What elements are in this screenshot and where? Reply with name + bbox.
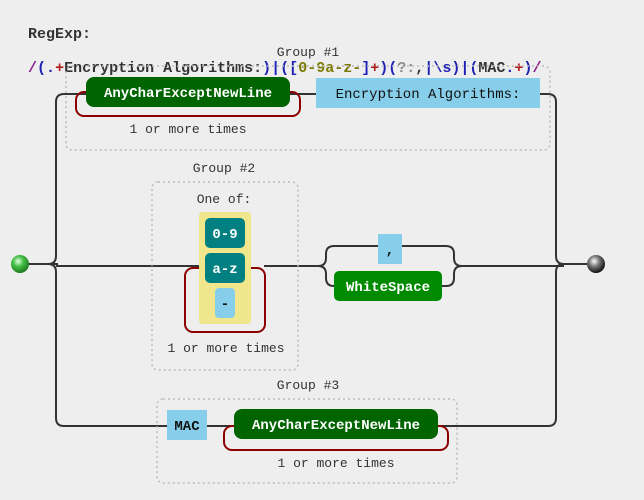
start-node-icon [11,255,29,273]
pattern-token: ?: [397,60,416,77]
comma-literal-label: , [386,243,394,259]
pattern-token: ) [523,60,533,77]
group-2-one-of-label: One of: [197,192,252,207]
pattern-token: | [424,60,434,77]
pattern-token: ) [379,60,389,77]
pattern-token: ( [37,60,47,77]
group-2-repeat-label: 1 or more times [167,341,284,356]
group-1-any-char-node [86,77,290,107]
pattern-token: / [28,60,38,77]
pattern-token: + [514,60,524,77]
group-1-title: Group #1 [277,45,340,60]
pattern-token: | [460,60,470,77]
alt-bottom-left [317,265,335,287]
pattern-token: / [532,60,542,77]
pattern-token: ( [469,60,479,77]
pattern-token: ) [262,60,272,77]
group-2: Group #2 One of: 0-9 a-z - 1 or more tim… [151,161,299,371]
pattern-token: MAC [478,60,506,77]
group-3-frame [156,398,458,484]
group-1-literal-node [316,78,540,108]
group-1-frame [65,65,551,151]
regexp-header: RegExp: /(.+Encryption Algorithms:)|([0-… [10,9,541,77]
pattern-token: ( [280,60,290,77]
pattern-token: . [505,60,515,77]
pattern-token: . [46,60,56,77]
end-node-icon [587,255,605,273]
charset-range-a-z-label: a-z [212,262,237,278]
charset-literal-dash [215,288,235,318]
group-3-any-char-node [234,409,438,439]
group-3-any-char-label: AnyCharExceptNewLine [252,418,420,434]
group-3-title: Group #3 [277,378,339,393]
group-1-repeat-label: 1 or more times [129,122,246,137]
charset-range-a-z [205,253,245,283]
branch-bottom-right [438,263,565,427]
pattern-token: , [415,60,425,77]
pattern-token: | [271,60,281,77]
regexp-label: RegExp: [28,26,92,43]
connector-lines [24,93,588,427]
group-3-repeat-label: 1 or more times [277,456,394,471]
pattern-token: + [55,60,65,77]
pattern-token: 0-9a-z- [298,60,362,77]
group-2-title: Group #2 [193,161,255,176]
branch-bottom-left [47,263,168,427]
charset-range-0-9 [205,218,245,248]
group-2-frame [151,181,299,371]
whitespace-label: WhiteSpace [346,280,430,296]
group-3-literal-label: MAC [174,419,200,435]
group-1-any-char-label: AnyCharExceptNewLine [104,86,272,102]
alt-top-right [402,245,463,267]
alt-top-left [317,245,378,267]
comma-literal-node [378,234,402,264]
pattern-token: ( [388,60,398,77]
pattern-token: [ [289,60,299,77]
whitespace-node [334,271,442,301]
pattern-token: ) [451,60,461,77]
group-1: Group #1 AnyCharExceptNewLine 1 or more … [65,45,551,151]
group-3-literal-node [167,410,207,440]
alternation: , WhiteSpace [334,234,442,301]
alt-bottom-right [442,265,463,287]
group-1-literal-label: Encryption Algorithms: [336,87,521,103]
branch-top-right [540,93,565,265]
branch-top-left [47,93,86,265]
pattern-token: Encryption Algorithms: [64,60,263,77]
pattern-token: ] [361,60,371,77]
regexp-pattern: /(.+Encryption Algorithms:)|([0-9a-z-]+)… [28,60,541,77]
group-3: Group #3 MAC AnyCharExceptNewLine 1 or m… [156,378,458,484]
charset-literal-dash-label: - [221,297,229,313]
pattern-token: + [370,60,380,77]
pattern-token: \s [433,60,452,77]
charset-range-0-9-label: 0-9 [212,227,237,243]
